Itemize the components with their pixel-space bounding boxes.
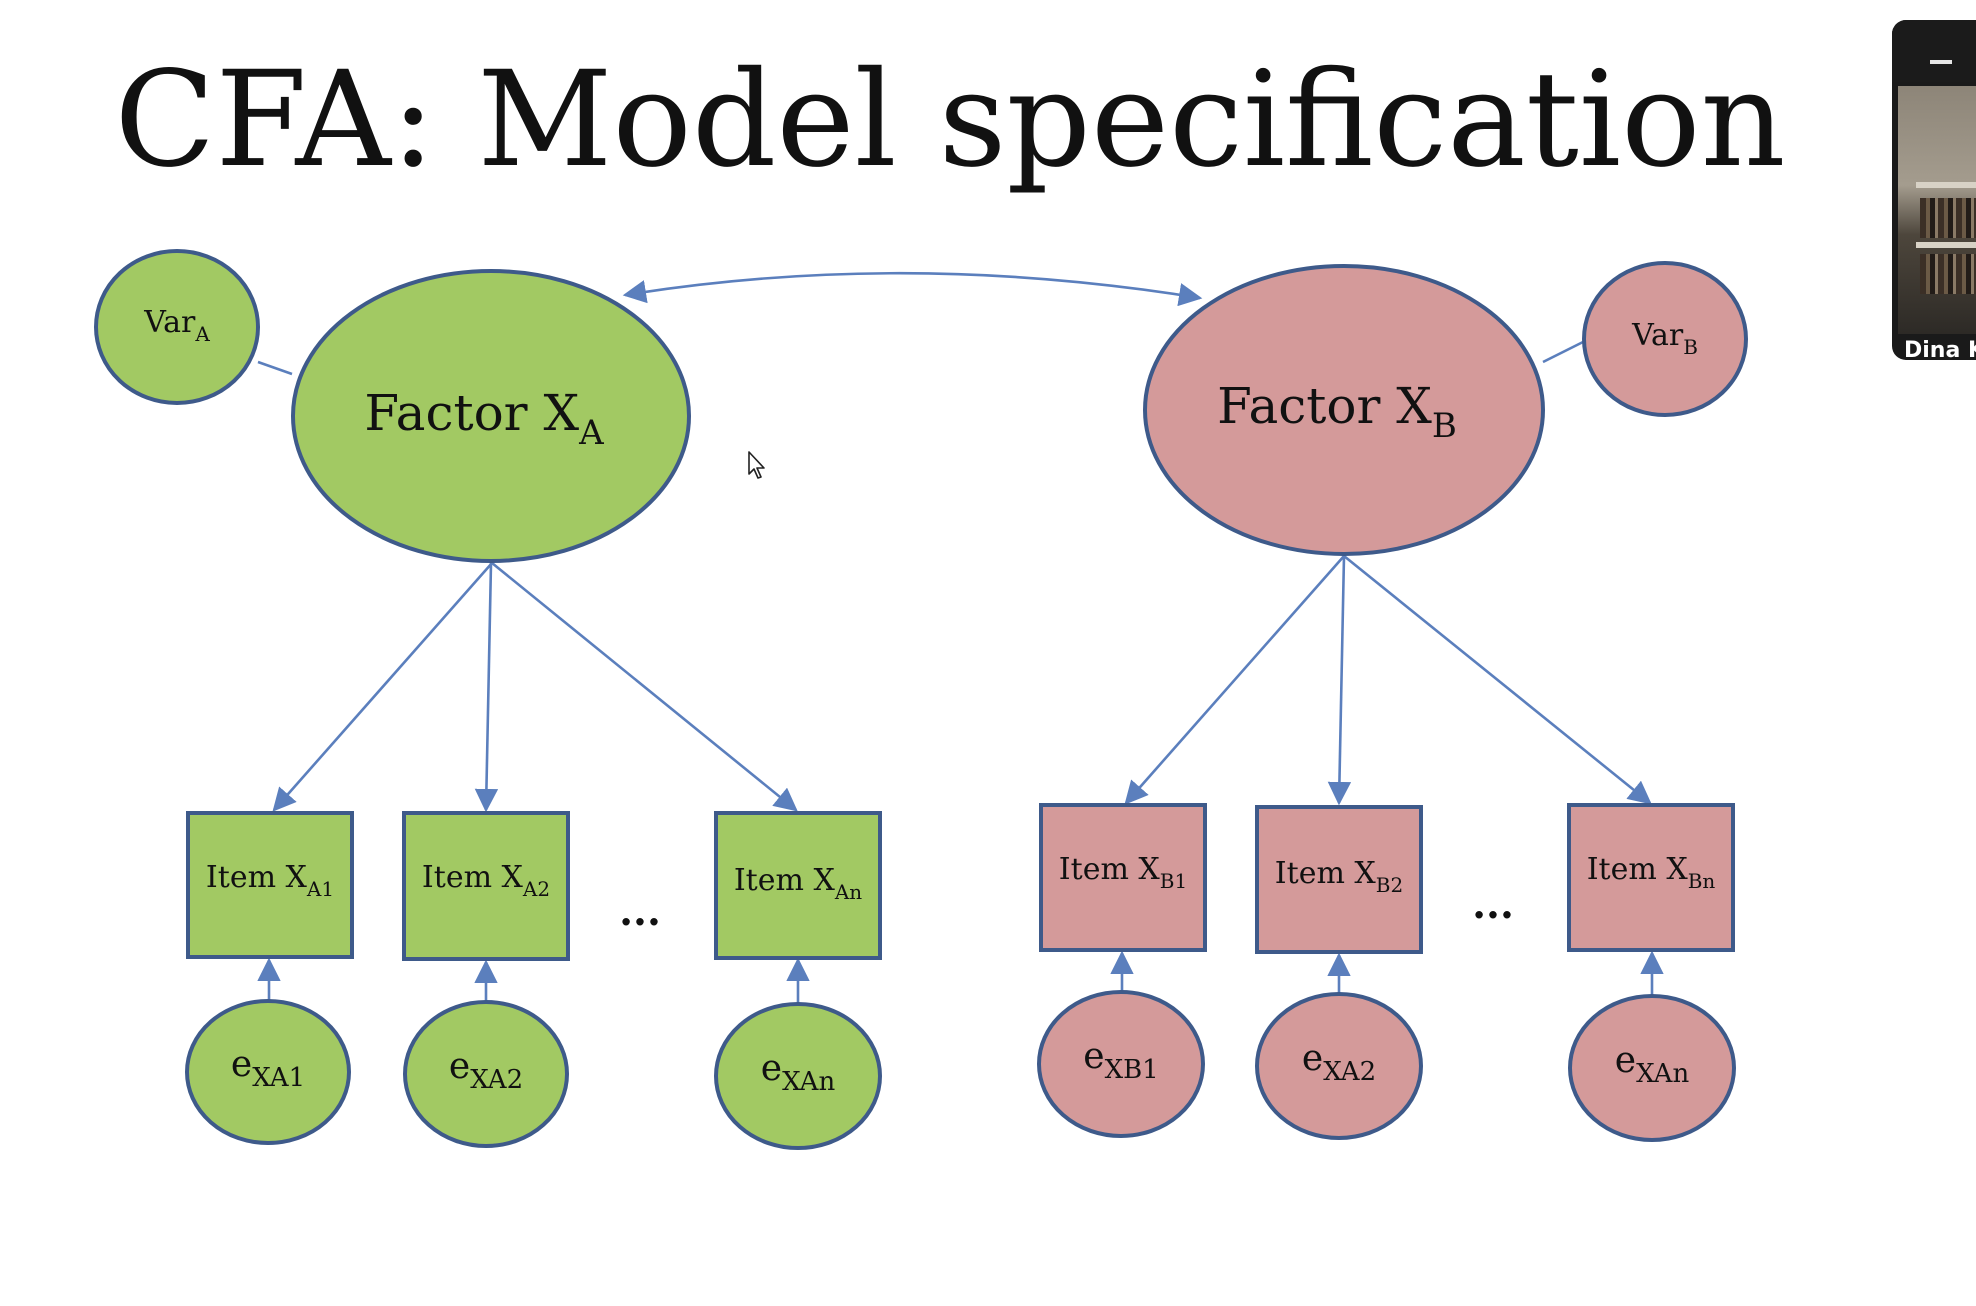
item-node-a1: Item XA1	[186, 811, 354, 959]
error-node-b1: eXB1	[1037, 990, 1205, 1138]
svg-text:Factor XB: Factor XB	[1217, 377, 1457, 446]
factor-node-b: Factor XB	[1143, 264, 1545, 556]
loading-arrow-an	[491, 561, 798, 812]
error-node-a1: eXA1	[185, 999, 351, 1145]
svg-text:eXA1: eXA1	[231, 1044, 305, 1093]
svg-text:eXA2: eXA2	[449, 1046, 523, 1095]
loading-arrow-a2	[474, 562, 499, 813]
svg-text:eXAn: eXAn	[761, 1048, 836, 1097]
variance-link-b	[1542, 340, 1584, 364]
error-node-a2: eXA2	[403, 1000, 569, 1148]
variance-node-a: VarA	[94, 249, 260, 405]
svg-text:Item XA2: Item XA2	[422, 860, 550, 901]
item-node-b2: Item XB2	[1255, 805, 1423, 954]
item-node-b1: Item XB1	[1039, 803, 1207, 952]
variance-link-a	[257, 360, 293, 376]
video-thumbnail[interactable]: Dina K	[1892, 20, 1976, 360]
svg-text:eXB1: eXB1	[1083, 1036, 1158, 1085]
slide-title: CFA: Model specification	[114, 43, 1785, 197]
item-node-bn: Item XBn	[1567, 803, 1735, 952]
svg-text:Item XB2: Item XB2	[1275, 856, 1403, 897]
svg-text:Item XA1: Item XA1	[206, 860, 334, 901]
svg-text:Item XB1: Item XB1	[1059, 852, 1187, 893]
item-node-a2: Item XA2	[402, 811, 570, 961]
svg-text:Item XBn: Item XBn	[1587, 852, 1716, 893]
svg-text:VarB: VarB	[1631, 318, 1698, 359]
minimize-icon	[1930, 60, 1952, 64]
variance-node-b: VarB	[1582, 261, 1748, 417]
covariance-arrow	[622, 271, 1203, 307]
mouse-cursor-icon	[748, 451, 765, 479]
loading-arrow-b1	[1124, 555, 1345, 805]
error-node-bn: eXAn	[1568, 994, 1736, 1142]
svg-text:Item XAn: Item XAn	[734, 863, 862, 904]
minimize-button[interactable]	[1892, 20, 1976, 82]
svg-text:Factor XA: Factor XA	[364, 384, 604, 453]
error-node-b2: eXA2	[1255, 992, 1423, 1140]
ellipsis-a: ...	[619, 888, 661, 935]
svg-text:VarA: VarA	[143, 305, 210, 346]
loading-arrow-a1	[272, 562, 493, 812]
error-node-an: eXAn	[714, 1002, 882, 1150]
participant-video-feed	[1898, 86, 1976, 334]
svg-text:eXA2: eXA2	[1302, 1038, 1376, 1087]
item-node-an: Item XAn	[714, 811, 882, 960]
svg-text:eXAn: eXAn	[1615, 1040, 1690, 1089]
loading-arrow-bn	[1343, 554, 1652, 805]
factor-node-a: Factor XA	[291, 269, 691, 563]
participant-name: Dina K	[1904, 338, 1976, 360]
loading-arrow-b2	[1327, 555, 1352, 806]
ellipsis-b: ...	[1472, 881, 1514, 928]
